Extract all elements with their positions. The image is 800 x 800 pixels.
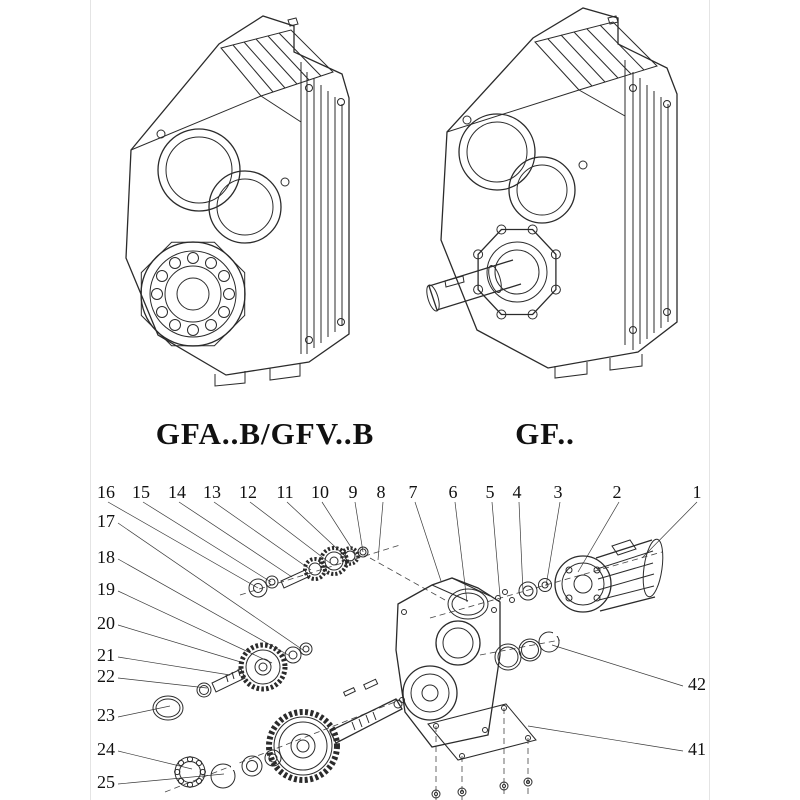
output-flange [473,224,561,320]
cover-gasket-bolts [427,703,537,799]
callout-25: 25 [97,772,115,792]
exploded-parts-diagram: 16 15 14 13 12 11 10 9 8 7 6 5 4 3 2 1 1… [97,482,706,800]
side-rib-panel [629,72,671,350]
motor-assembly [447,538,664,620]
callout-4: 4 [513,482,522,502]
callout-22: 22 [97,666,115,686]
callout-8: 8 [377,482,386,502]
callout-13: 13 [203,482,221,502]
callout-1: 1 [693,482,702,502]
mounting-feet [214,364,301,387]
gearbox-figure-gf [426,7,678,379]
callout-11: 11 [276,482,293,502]
callout-24: 24 [97,739,115,759]
top-cooling-ribs [232,17,322,93]
callout-18: 18 [97,547,115,567]
gearbox-housing [395,577,501,748]
output-bearing-assembly [140,241,246,347]
page-edge-right [709,0,710,800]
callout-16: 16 [97,482,115,502]
model-caption-right: GF.. [515,416,575,451]
top-cooling-ribs [547,15,645,87]
input-bore-circles [156,128,290,244]
mounting-feet [554,354,643,379]
callout-21: 21 [97,645,115,665]
callout-2: 2 [613,482,622,502]
output-cover-rings [494,630,560,671]
callout-9: 9 [349,482,358,502]
output-shaft [426,259,522,312]
callout-23: 23 [97,705,115,725]
gearbox-figure-gfab-gfvb [125,15,350,387]
callout-42: 42 [688,674,706,694]
leader-lines [107,501,698,785]
page-edge-left [90,0,91,800]
side-rib-panel [305,72,345,354]
callout-numbers: 16 15 14 13 12 11 10 9 8 7 6 5 4 3 2 1 1… [97,482,706,792]
output-shaft-parts [174,678,403,789]
callout-17: 17 [97,511,115,531]
input-bore-circles [458,113,588,224]
callout-19: 19 [97,579,115,599]
callout-20: 20 [97,613,115,633]
callout-12: 12 [239,482,257,502]
bearing-balls [151,252,235,336]
intermediate-gear-parts [152,642,313,721]
callout-3: 3 [554,482,563,502]
callout-15: 15 [132,482,150,502]
callout-10: 10 [311,482,329,502]
input-shaft-parts [248,546,369,598]
callout-14: 14 [168,482,186,502]
callout-5: 5 [486,482,495,502]
callout-41: 41 [688,739,706,759]
model-caption-left: GFA..B/GFV..B [155,416,375,451]
callout-7: 7 [409,482,418,502]
housing-outline [440,7,678,369]
callout-6: 6 [449,482,458,502]
housing-outline [125,15,350,376]
